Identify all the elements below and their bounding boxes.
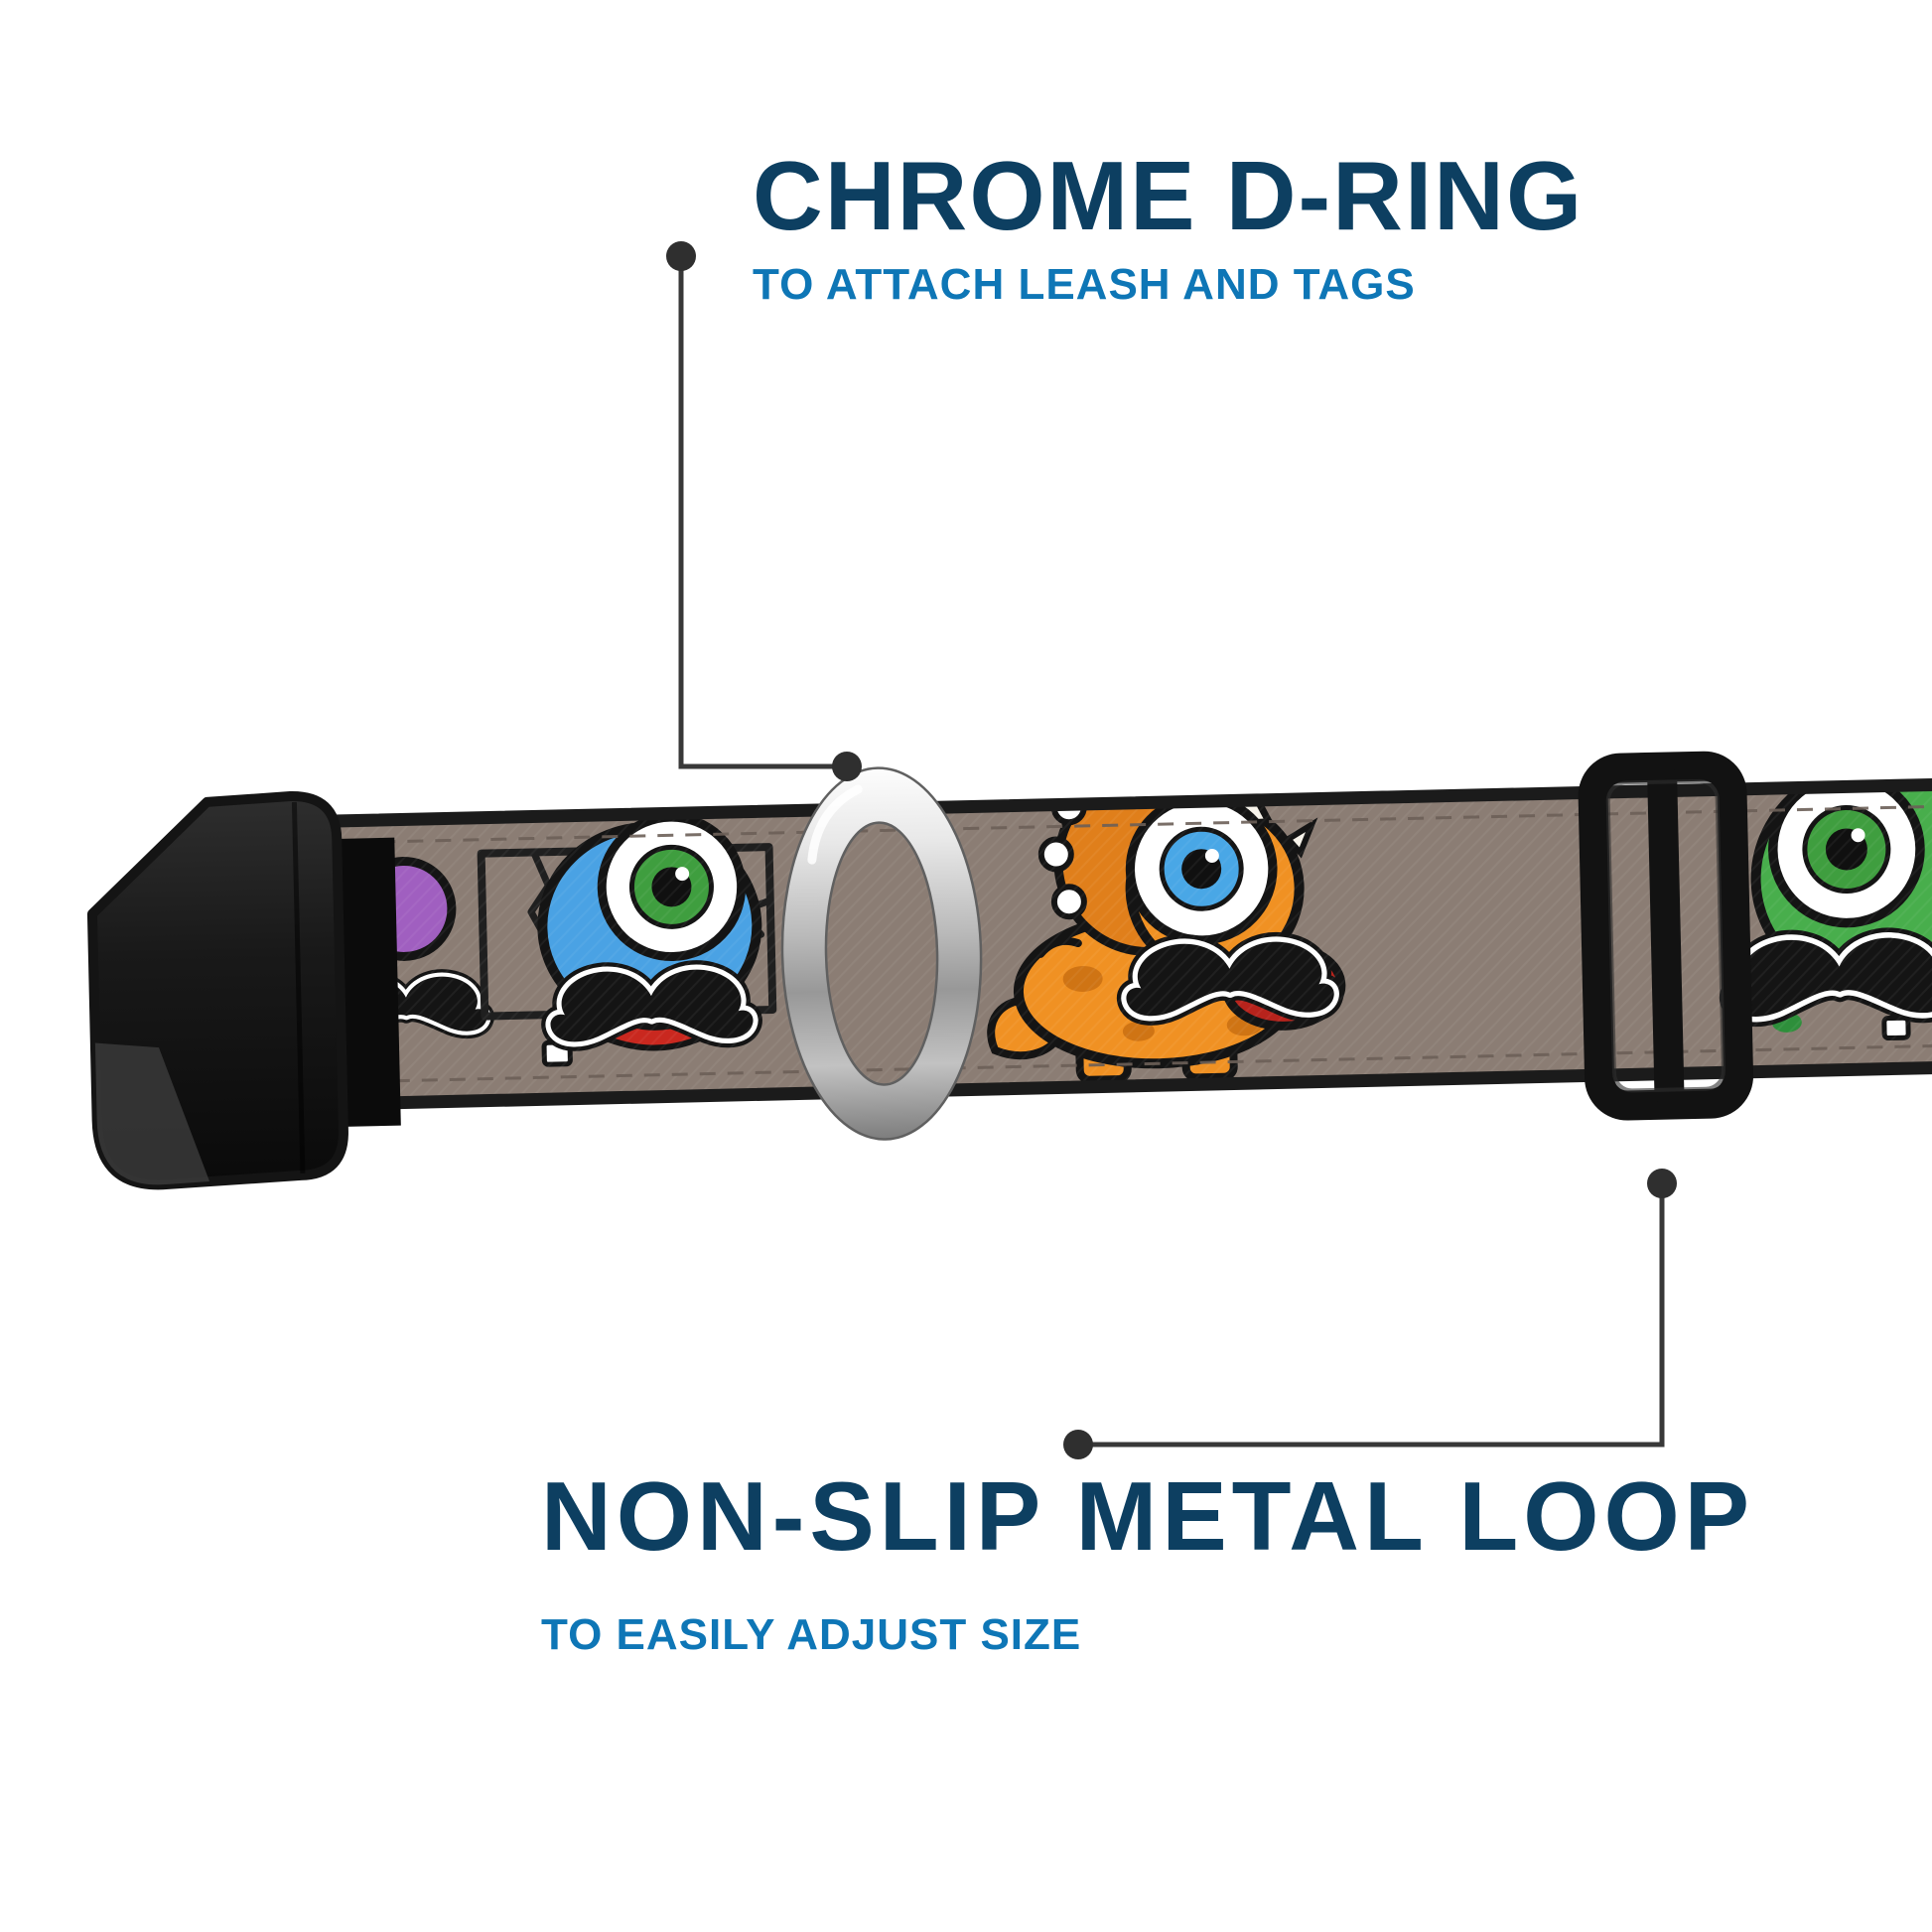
callout-lines: [666, 241, 1677, 1459]
side-release-buckle: [86, 791, 401, 1190]
callout-top: CHROME D-RING TO ATTACH LEASH AND TAGS: [753, 141, 1585, 310]
leader-dot: [832, 752, 862, 781]
callout-line-bottom: [1063, 1169, 1677, 1459]
callout-top-title: CHROME D-RING: [753, 141, 1585, 250]
leader-dot: [1063, 1430, 1093, 1459]
d-ring: [780, 766, 983, 1141]
collar: [86, 751, 1932, 1190]
leader-dot: [666, 241, 696, 271]
callout-line-top: [666, 241, 862, 781]
callout-bottom: NON-SLIP METAL LOOP TO EASILY ADJUST SIZ…: [541, 1461, 1755, 1660]
d-ring-highlight: [807, 784, 863, 865]
buckle-facet: [94, 1042, 210, 1185]
callout-bottom-title: NON-SLIP METAL LOOP: [541, 1461, 1755, 1571]
callout-bottom-subtitle: TO EASILY ADJUST SIZE: [541, 1609, 1082, 1659]
callout-top-subtitle: TO ATTACH LEASH AND TAGS: [753, 259, 1416, 309]
metal-loop-inner-highlight: [1605, 778, 1725, 1093]
buckle-seam: [291, 801, 306, 1173]
metal-loop: [1578, 751, 1754, 1121]
leader-line: [1078, 1183, 1665, 1448]
chrome-d-ring: [780, 766, 983, 1141]
strap-weave-texture: [329, 782, 1932, 1105]
metal-loop-center-bar: [1647, 766, 1685, 1105]
leader-dot: [1647, 1169, 1677, 1198]
leader-line: [678, 256, 847, 769]
